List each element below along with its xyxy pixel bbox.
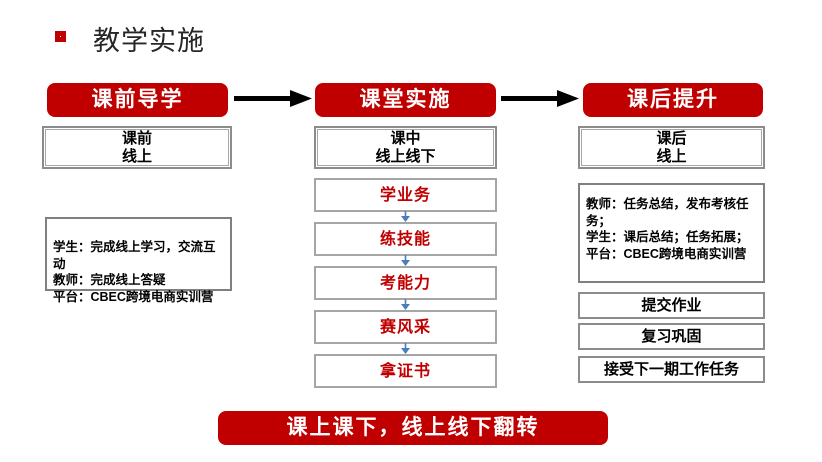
arrow-down-icon bbox=[401, 299, 410, 310]
arrow-down-icon bbox=[401, 211, 410, 222]
phase-box-inner: 课后 线上 bbox=[581, 129, 762, 166]
task-box-review: 复习巩固 bbox=[578, 323, 765, 350]
detail-line-platform: 平台：CBEC跨境电商实训营 bbox=[53, 289, 214, 304]
step-box-practice: 练技能 bbox=[314, 222, 497, 256]
phase-mode-label: 线上 bbox=[656, 147, 687, 165]
phase-timing-label: 课前 bbox=[121, 129, 152, 147]
stage-header-in-class: 课堂实施 bbox=[315, 83, 496, 117]
step-box-learn: 学业务 bbox=[314, 178, 497, 212]
stage-header-post-class: 课后提升 bbox=[583, 83, 763, 117]
detail-line-teacher: 教师：完成线上答疑 bbox=[53, 273, 166, 287]
phase-mode-label: 线上 bbox=[121, 147, 152, 165]
pre-class-detail-box: 学生：完成线上学习，交流互动 教师：完成线上答疑 平台：CBEC跨境电商实训营 bbox=[45, 217, 232, 304]
square-bullet-icon bbox=[55, 31, 66, 42]
phase-box-inner: 课前 线上 bbox=[45, 129, 229, 166]
phase-box-pre-class: 课前 线上 bbox=[42, 126, 232, 169]
post-class-detail-box: 教师：任务总结，发布考核任务； 学生：课后总结；任务拓展； 平台：CBEC跨境电… bbox=[578, 183, 765, 283]
page-title: 教学实施 bbox=[93, 26, 205, 56]
stage-header-pre-class: 课前导学 bbox=[47, 83, 228, 117]
phase-box-post-class: 课后 线上 bbox=[578, 126, 765, 169]
detail-line-platform: 平台：CBEC跨境电商实训营 bbox=[586, 246, 747, 261]
detail-line-student: 学生：完成线上学习，交流互动 bbox=[53, 240, 216, 271]
step-box-certificate: 拿证书 bbox=[314, 354, 497, 388]
arrow-right-icon bbox=[501, 90, 579, 107]
detail-line-student: 学生：课后总结；任务拓展； bbox=[586, 230, 749, 244]
task-box-submit-homework: 提交作业 bbox=[578, 292, 765, 319]
arrow-down-icon bbox=[401, 343, 410, 354]
summary-banner: 课上课下，线上线下翻转 bbox=[218, 411, 608, 445]
step-box-assess: 考能力 bbox=[314, 266, 497, 300]
arrow-down-icon bbox=[401, 255, 410, 266]
step-box-compete: 赛风采 bbox=[314, 310, 497, 344]
task-box-next-assignment: 接受下一期工作任务 bbox=[578, 356, 765, 383]
phase-mode-label: 线上线下 bbox=[375, 147, 436, 165]
phase-box-inner: 课中 线上线下 bbox=[317, 129, 494, 166]
arrow-right-icon bbox=[234, 90, 312, 107]
phase-timing-label: 课中 bbox=[390, 129, 421, 147]
phase-timing-label: 课后 bbox=[656, 129, 687, 147]
phase-box-in-class: 课中 线上线下 bbox=[314, 126, 497, 169]
detail-line-teacher: 教师：任务总结，发布考核任务； bbox=[586, 197, 749, 228]
